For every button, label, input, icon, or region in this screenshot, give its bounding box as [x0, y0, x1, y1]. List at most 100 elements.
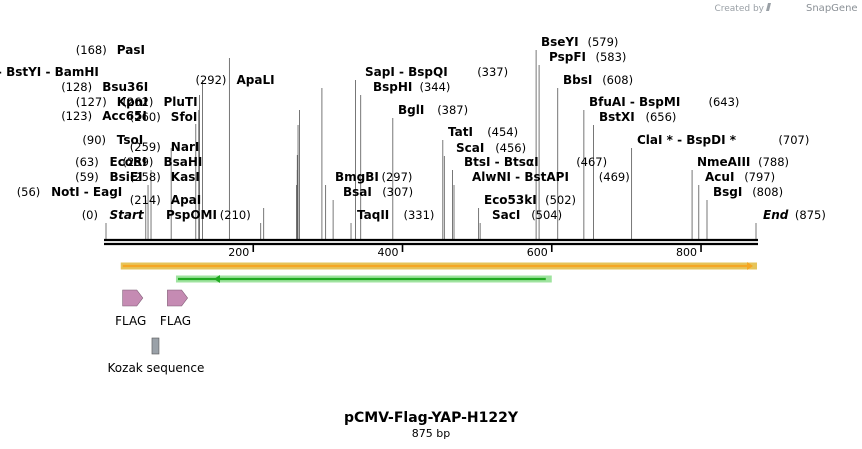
- site-name: BsaI: [343, 185, 372, 199]
- site-name: NarI: [171, 140, 200, 154]
- site-position: (59): [75, 170, 99, 184]
- site-name: ClaI * - BspDI *: [637, 133, 737, 147]
- site-name: MfII * - BstYI - BamHI: [0, 65, 99, 79]
- site-8[interactable]: (132)MfII * - BstYI - BamHI: [0, 65, 99, 79]
- site-name: BspHI: [373, 80, 412, 94]
- site-position: (262): [123, 95, 154, 109]
- site-19[interactable]: (307) BsaI: [343, 185, 413, 199]
- site-name: Start: [110, 208, 145, 222]
- feature-orf[interactable]: [175, 275, 552, 283]
- site-position: (128): [61, 80, 92, 94]
- site-position: (210): [220, 208, 251, 222]
- site-11[interactable]: (214)ApaI: [130, 193, 201, 207]
- site-33[interactable]: (643)BfuAI - BspMI: [589, 95, 739, 109]
- ruler-tick-label: 800: [676, 246, 697, 259]
- snapgene-watermark: Created by SnapGene: [714, 3, 858, 14]
- site-name: BglI: [398, 103, 424, 117]
- plasmid-length: 875 bp: [412, 427, 450, 440]
- site-name: BsaHI: [164, 155, 203, 169]
- site-0[interactable]: (0) Start: [82, 208, 145, 222]
- site-position: (307): [382, 185, 413, 199]
- site-position: (168): [76, 43, 107, 57]
- site-position: (344): [420, 80, 451, 94]
- site-25[interactable]: (456)ScaI: [456, 141, 526, 155]
- site-position: (788): [758, 155, 789, 169]
- site-4[interactable]: (90)TsoI: [82, 133, 143, 147]
- site-35[interactable]: (707) ClaI * - BspDI *: [637, 133, 809, 147]
- site-30[interactable]: (579)BseYI: [541, 35, 618, 49]
- site-12[interactable]: (258)KasI: [130, 170, 200, 184]
- site-6[interactable]: (127)KpnI: [76, 95, 148, 109]
- feature-tag[interactable]: FLAG: [160, 289, 191, 328]
- site-position: (292): [196, 73, 227, 87]
- restriction-sites: (0) Start (56)NotI - EagI(59)BsiEI(63) EcoR…: [0, 35, 826, 222]
- site-37[interactable]: (797)AcuI: [705, 170, 775, 184]
- site-name: TatI: [448, 125, 473, 139]
- site-21[interactable]: (337)SapI - BspQI: [365, 65, 508, 79]
- site-20[interactable]: (331)TaqII: [357, 208, 434, 222]
- site-name: KasI: [171, 170, 200, 184]
- site-position: (502): [545, 193, 576, 207]
- site-32[interactable]: (608)BbsI: [563, 73, 633, 87]
- site-position: (123): [61, 109, 92, 123]
- site-29[interactable]: (504) SacI: [492, 208, 562, 222]
- ruler-tick-label: 200: [228, 246, 249, 259]
- site-14[interactable]: (259)NarI: [130, 140, 200, 154]
- site-13[interactable]: (259)BsaHI: [123, 155, 203, 169]
- site-position: (0): [82, 208, 98, 222]
- site-name: Acc65I: [102, 109, 147, 123]
- site-position: (63): [75, 155, 99, 169]
- site-16[interactable]: (262)PluTI: [123, 95, 198, 109]
- site-name: BmgBI: [335, 170, 379, 184]
- site-17[interactable]: (292) ApaLI: [196, 73, 275, 87]
- site-22[interactable]: (344) BspHI: [373, 80, 450, 94]
- site-28[interactable]: (502)Eco53kI: [484, 193, 576, 207]
- feature-regulatory[interactable]: Kozak sequence: [108, 337, 205, 375]
- site-34[interactable]: (656)BstXI: [599, 110, 676, 124]
- site-2[interactable]: (59)BsiEI: [75, 170, 142, 184]
- site-position: (214): [130, 193, 161, 207]
- site-38[interactable]: (808)BsgI: [713, 185, 783, 199]
- site-position: (337): [477, 65, 508, 79]
- arrow-left-icon: [213, 275, 220, 283]
- site-position: (707): [778, 133, 809, 147]
- site-7[interactable]: (128) Bsu36I: [61, 80, 148, 94]
- site-name: BfuAI - BspMI: [589, 95, 680, 109]
- site-leader-lines: [105, 50, 757, 239]
- site-26[interactable]: (467)BtsI - BtsαI: [464, 155, 607, 169]
- site-name: BseYI: [541, 35, 579, 49]
- feature-orf[interactable]: [120, 262, 758, 270]
- site-24[interactable]: (454) TatI: [448, 125, 518, 139]
- site-name: PasI: [117, 43, 145, 57]
- ruler-tick-label: 400: [378, 246, 399, 259]
- site-27[interactable]: (469)AlwNI - BstAPI: [472, 170, 630, 184]
- site-10[interactable]: (210)PspOMI: [166, 208, 251, 222]
- site-position: (454): [487, 125, 518, 139]
- site-name: EcoRI: [110, 155, 147, 169]
- site-position: (504): [531, 208, 562, 222]
- site-position: (608): [602, 73, 633, 87]
- feature-label: Kozak sequence: [108, 361, 205, 375]
- site-36[interactable]: (788)NmeAIII: [697, 155, 789, 169]
- site-name: Bsu36I: [102, 80, 148, 94]
- site-1[interactable]: (56)NotI - EagI: [17, 185, 123, 199]
- site-31[interactable]: (583)PspFI: [549, 50, 626, 64]
- site-18[interactable]: (297)BmgBI: [335, 170, 412, 184]
- site-23[interactable]: (387)BglI: [398, 103, 468, 117]
- site-name: SacI: [492, 208, 520, 222]
- site-name: TaqII: [357, 208, 389, 222]
- site-name: TsoI: [117, 133, 143, 147]
- watermark-prefix: Created by: [714, 4, 764, 14]
- site-9[interactable]: (168) PasI: [76, 43, 145, 57]
- feature-tag[interactable]: FLAG: [115, 289, 146, 328]
- site-3[interactable]: (63) EcoRI: [75, 155, 147, 169]
- site-position: (797): [744, 170, 775, 184]
- site-15[interactable]: (260)SfoI: [130, 110, 198, 124]
- site-name: ApaLI: [237, 73, 275, 87]
- flag-tag-arrow-icon: [122, 289, 144, 307]
- site-5[interactable]: (123) Acc65I: [61, 109, 147, 123]
- site-name: PspFI: [549, 50, 586, 64]
- arrow-right-icon: [747, 262, 753, 270]
- site-39[interactable]: (875)End: [763, 208, 826, 222]
